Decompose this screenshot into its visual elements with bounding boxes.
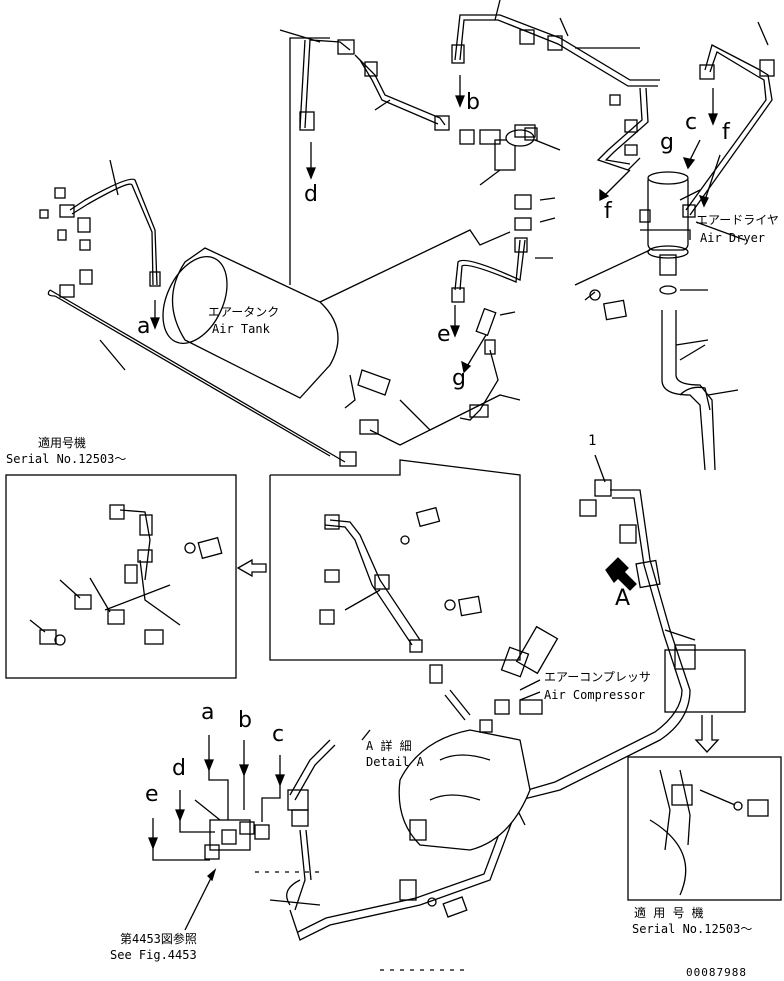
see-fig-label-en: See Fig.4453 (110, 948, 197, 962)
connection-letter-g-mid: g (452, 366, 466, 391)
see-fig-label-jp: 第4453図参照 (120, 932, 197, 946)
valve-assembly (459, 124, 561, 186)
dryer-bolts (584, 289, 627, 321)
detail-a-label-en: Detail A (366, 755, 424, 769)
air-compressor-label-en: Air Compressor (544, 688, 646, 702)
serial-left-jp: 適用号機 (38, 436, 87, 450)
inset-arrow (236, 558, 267, 578)
air-dryer (639, 171, 696, 295)
leader-lines (361, 189, 746, 741)
dryer-hose (661, 310, 716, 471)
connection-letter-f-mid: f (604, 199, 612, 224)
top-connection-arrows (150, 75, 721, 374)
air-tank-label-jp: エアータンク (208, 305, 280, 319)
pipe-top-right (451, 0, 660, 87)
serial-right-jp: 適 用 号 機 (634, 906, 704, 920)
connection-letter-d-bottom: d (172, 756, 186, 781)
bottom-valve-assembly (194, 739, 336, 911)
air-tank (162, 247, 339, 399)
connection-letter-e-mid: e (437, 322, 451, 347)
detail-a-label-jp: A 詳 細 (366, 739, 412, 753)
pipe-e-g (339, 194, 532, 467)
connection-letter-d-top: d (304, 182, 318, 207)
tank-outline-lines (289, 37, 521, 446)
inset-middle (269, 459, 521, 661)
figure-number: 00087988 (686, 966, 747, 979)
air-dryer-label-jp: エアードライヤ (696, 213, 779, 227)
air-compressor (398, 625, 559, 851)
arrow-A (605, 557, 637, 591)
serial-left-en: Serial No.12503～ (6, 452, 127, 466)
connection-letter-b-top: b (466, 90, 480, 115)
tank-long-pipe (47, 289, 346, 463)
compressor-hose (269, 479, 696, 941)
pipe-top-left (279, 29, 450, 131)
connection-letter-c-top: c (685, 110, 698, 135)
air-tank-label-en: Air Tank (212, 322, 270, 336)
connection-letter-e-bottom: e (145, 782, 159, 807)
item-number-1: 1 (588, 433, 597, 449)
air-dryer-label-en: Air Dryer (700, 231, 766, 245)
connection-letter-a-bottom: a (201, 700, 215, 725)
serial-right-en: Serial No.12503～ (632, 922, 753, 936)
connection-letter-f-right: f (722, 120, 730, 145)
air-compressor-label-jp: エアーコンプレッサ (544, 670, 651, 684)
connection-letter-c-bottom: c (272, 722, 285, 747)
detail-a-arrow-label: A (615, 586, 631, 611)
pipe-a (39, 159, 161, 298)
connection-letter-g-dryer: g (660, 130, 674, 155)
detail-box-small (664, 649, 746, 753)
bottom-dashes (255, 871, 470, 971)
connection-letter-b-bottom: b (238, 708, 252, 733)
inset-left (5, 474, 237, 679)
pipe-dryer-inlet (596, 21, 775, 216)
bottom-connection-lines (148, 735, 285, 931)
connection-letter-a-tank: a (137, 314, 151, 339)
inset-right (627, 756, 782, 901)
